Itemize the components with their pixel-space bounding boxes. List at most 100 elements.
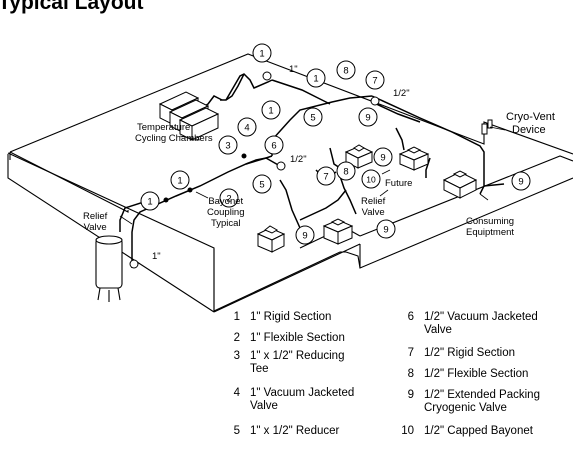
label-line: Relief (361, 196, 386, 207)
label-line: Equiptment (466, 227, 515, 238)
cryo-vent-device (481, 119, 493, 135)
legend-description: 1" Flexible Section (250, 332, 345, 345)
callout-number: 8 (343, 167, 348, 178)
pipe-size-1in-top: 1" (289, 64, 298, 75)
callout-number: 1 (259, 49, 264, 60)
callout-bubble-9: 9 (295, 225, 315, 245)
callout-number: 1 (268, 106, 273, 117)
valves (129, 71, 380, 269)
label-line: Cryo-Vent (506, 111, 555, 123)
callout-bubble-1: 1 (170, 170, 190, 190)
callout-bubble-2: 2 (219, 188, 239, 208)
callout-circle (264, 135, 284, 155)
label-line: Cycling Chambers (135, 133, 213, 144)
callout-circle (252, 174, 272, 194)
label-line: Coupling (207, 207, 245, 218)
legend-number: 2 (233, 332, 240, 344)
leader-lines (119, 126, 506, 225)
callout-circle (316, 166, 336, 186)
callout-circle (303, 107, 323, 127)
callout-circle (170, 170, 190, 190)
callout-bubble-9: 9 (511, 171, 531, 191)
callout-circle (140, 191, 160, 211)
callout-bubble-4: 4 (237, 117, 257, 137)
pipe-size-half-mid: 1/2" (290, 154, 307, 165)
temperature-cycling-chambers-label: Temperature Cycling Chambers (135, 122, 213, 144)
callout-bubble-6: 6 (264, 135, 284, 155)
callout-bubble-5: 5 (252, 174, 272, 194)
callout-number: 6 (271, 141, 276, 152)
pipe-size-1in-tank: 1" (152, 251, 161, 262)
callout-number: 5 (259, 180, 264, 191)
label-line: Consuming (466, 216, 515, 227)
callout-number: 3 (225, 141, 230, 152)
callout-number: 4 (244, 123, 249, 134)
legend-description: 1/2" Rigid Section (424, 347, 515, 360)
storage-tank (95, 235, 123, 302)
future-label: Future (385, 178, 413, 189)
label-line: Relief (83, 211, 108, 222)
callout-circle (306, 68, 326, 88)
callout-circle (252, 43, 272, 63)
callout-circle (336, 161, 356, 181)
callout-bubble-8: 8 (336, 161, 356, 181)
callout-number: 1 (313, 74, 318, 85)
legend-line: 1/2" Extended Packing (424, 389, 540, 401)
callout-number: 5 (310, 113, 315, 124)
legend-description: 1/2" Flexible Section (424, 368, 528, 381)
legend-line: Tee (250, 363, 269, 375)
legend-number: 1 (233, 311, 240, 323)
callout-number: 9 (383, 225, 388, 236)
legend-line: 1/2" Capped Bayonet (424, 425, 533, 437)
legend-item-2: 2 1" Flexible Section (228, 332, 408, 362)
legend-number: 6 (407, 311, 414, 323)
callout-bubble-1: 1 (252, 43, 272, 63)
callout-circle (373, 147, 393, 167)
legend-line: 1/2" Vacuum Jacketed (424, 311, 538, 323)
callout-circle (237, 117, 257, 137)
legend-line: 1" x 1/2" Reducer (250, 425, 340, 437)
callout-bubble-9: 9 (376, 219, 396, 239)
legend-number: 3 (233, 350, 240, 362)
callout-bubble-1: 1 (140, 191, 160, 211)
callout-circle (365, 70, 385, 90)
legend-line: 1" Flexible Section (250, 332, 345, 344)
legend-line: 1/2" Flexible Section (424, 368, 529, 380)
legend-number: 4 (233, 387, 240, 399)
label-line: Typical (210, 218, 241, 229)
legend-number: 9 (407, 389, 414, 401)
legend-item-8: 8 1/2" Flexible Section (402, 368, 573, 398)
callout-number: 9 (380, 153, 385, 164)
callout-circle (218, 135, 238, 155)
legend-line: 1/2" Rigid Section (424, 347, 516, 359)
consuming-equipment-units (256, 144, 478, 253)
callout-bubble-3: 3 (218, 135, 238, 155)
callout-number: 7 (323, 172, 328, 183)
legend-number: 7 (407, 347, 414, 359)
callout-number: 1 (177, 176, 182, 187)
callout-bubble-7: 7 (316, 166, 336, 186)
cryo-vent-device-label: Cryo-Vent Device (506, 111, 555, 137)
callout-bubble-10: 10 (361, 169, 381, 189)
legend-number: 8 (407, 368, 414, 380)
legend-line: Cryogenic Valve (424, 402, 507, 414)
legend-description: 1" Rigid Section (250, 311, 331, 324)
callout-number: 7 (372, 76, 377, 87)
legend-item-1: 1 1" Rigid Section (228, 311, 408, 341)
callout-number: 8 (343, 66, 348, 77)
callout-bubble-7: 7 (365, 70, 385, 90)
legend-line: 1" Vacuum Jacketed (250, 387, 355, 399)
callout-bubble-1: 1 (306, 68, 326, 88)
callout-circle (219, 188, 239, 208)
callout-bubble-9: 9 (358, 107, 378, 127)
callout-circle (361, 169, 381, 189)
legend-description: 1/2" Capped Bayonet (424, 425, 533, 438)
